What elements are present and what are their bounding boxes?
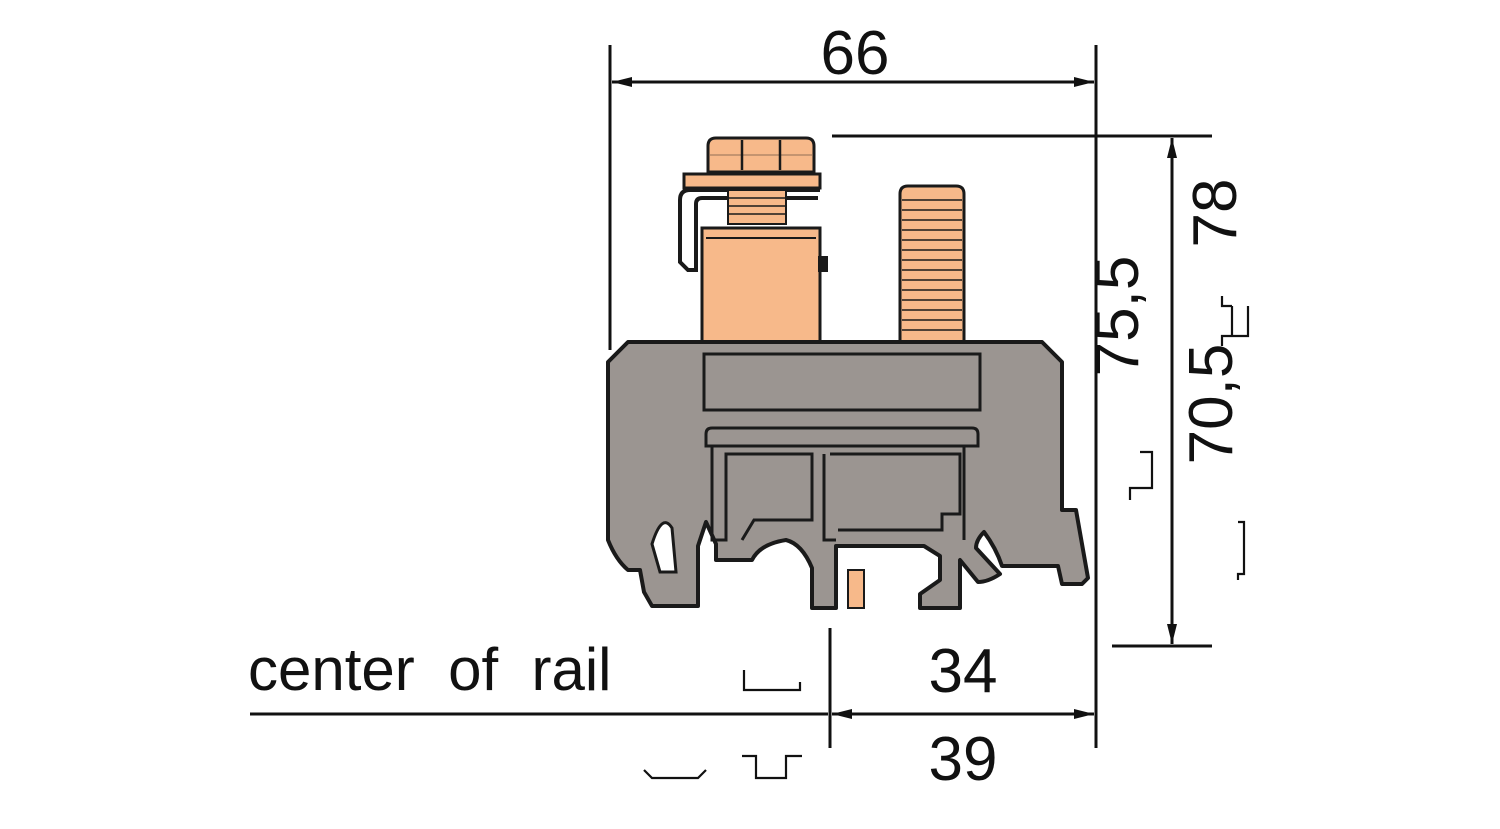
clamp-screw-head bbox=[706, 136, 816, 174]
dimension-label-75-5: 75,5 bbox=[1083, 256, 1152, 377]
clamp-body bbox=[700, 226, 822, 346]
rail-profile-symbols bbox=[643, 296, 1250, 780]
dimension-label-66: 66 bbox=[821, 19, 890, 88]
marker-window bbox=[702, 352, 982, 412]
inner-chambers bbox=[710, 446, 966, 542]
dimension-lines bbox=[250, 45, 1212, 748]
rail-symbol-top-hat-small bbox=[1128, 450, 1154, 500]
rail-symbol-39-b bbox=[742, 754, 802, 780]
inner-bar bbox=[704, 426, 980, 448]
dimension-label-39: 39 bbox=[929, 725, 998, 794]
rail-symbol-39-a bbox=[643, 769, 707, 780]
dimension-label-78: 78 bbox=[1181, 179, 1250, 248]
rail-contact bbox=[847, 569, 865, 609]
foot-latch-left bbox=[650, 521, 678, 574]
rail-symbol-78 bbox=[1220, 296, 1250, 346]
stud-bolt bbox=[898, 184, 966, 346]
clamp-bracket bbox=[678, 178, 820, 272]
rail-symbol-top-hat-right bbox=[1236, 520, 1246, 580]
dimension-label-70-5: 70,5 bbox=[1177, 344, 1246, 465]
center-of-rail-label: center of rail bbox=[248, 636, 612, 703]
clamp-screw-thread bbox=[727, 189, 787, 225]
dimension-label-34: 34 bbox=[929, 637, 998, 706]
rail-symbol-34 bbox=[742, 670, 802, 692]
terminal-block bbox=[606, 136, 1090, 610]
